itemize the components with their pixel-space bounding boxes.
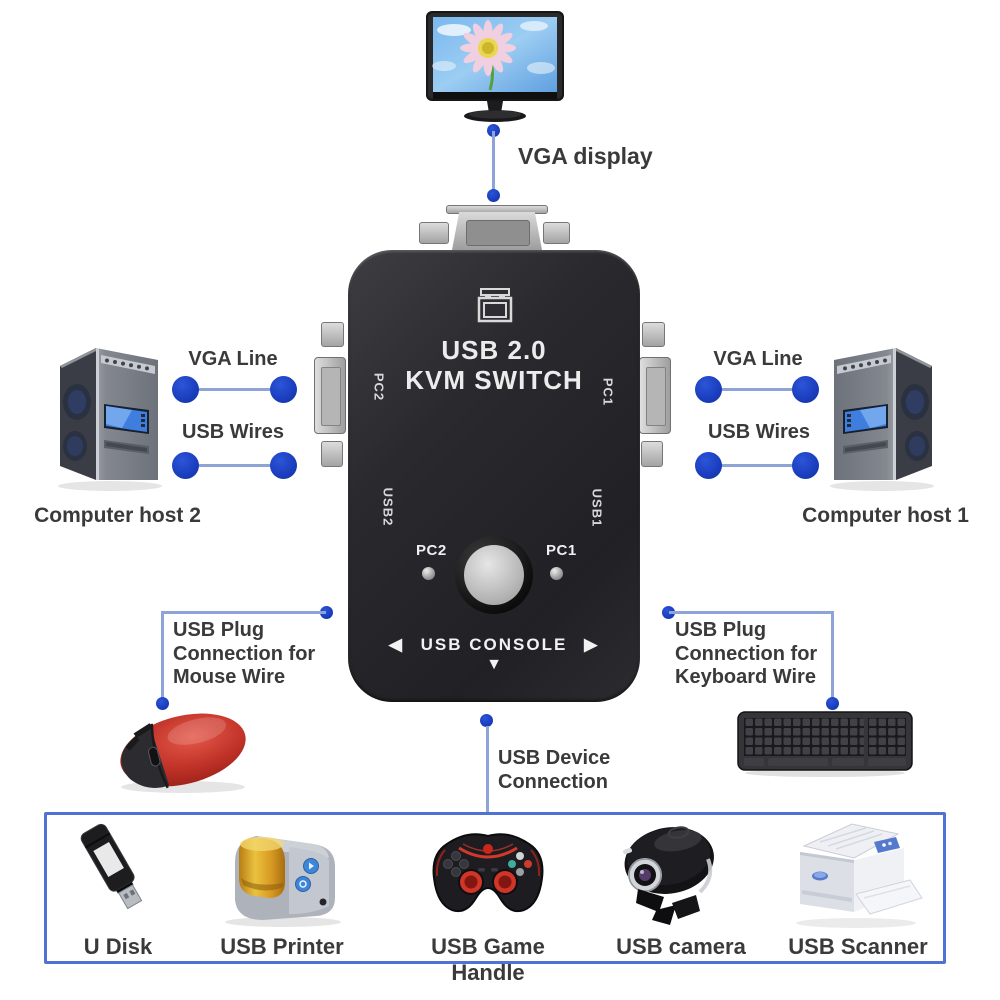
link-dot xyxy=(792,452,819,479)
usb-printer-image xyxy=(225,836,341,927)
console-down-arrow-icon: ▼ xyxy=(486,656,502,673)
kvm-led-label-pc2: PC2 xyxy=(416,542,447,559)
link-segment xyxy=(831,611,834,701)
keyboard-note: USB Plug Connection for Keyboard Wire xyxy=(675,619,817,690)
link-segment xyxy=(709,464,806,467)
mouse-note-line3: Mouse Wire xyxy=(173,666,286,688)
right-vga-line-label: VGA Line xyxy=(713,348,803,370)
kvm-port-label-pc1: PC1 xyxy=(600,377,616,407)
link-segment xyxy=(709,388,806,391)
link-dot xyxy=(156,697,169,710)
link-dot xyxy=(662,606,675,619)
keyboard-note-line1: USB Plug xyxy=(675,619,767,641)
link-dot xyxy=(487,124,500,137)
kvm-select-button xyxy=(455,536,533,614)
vga-port-inset xyxy=(646,367,666,426)
computer-tower-2-image xyxy=(58,348,162,491)
screw-post xyxy=(321,441,343,467)
link-segment xyxy=(486,726,489,812)
link-segment xyxy=(186,388,284,391)
kvm-port-label-usb1: USB1 xyxy=(589,488,605,528)
keyboard-note-line2: Connection for xyxy=(675,642,818,665)
kvm-model-line2: KVM SWITCH xyxy=(405,365,583,395)
vga-screw-left xyxy=(419,222,449,244)
console-left-arrow-icon: ◀ xyxy=(388,635,404,654)
u-disk-image xyxy=(80,823,143,910)
link-dot xyxy=(172,452,199,479)
left-vga-line-label: VGA Line xyxy=(188,348,278,370)
usb-game-handle-image xyxy=(432,833,544,913)
link-dot xyxy=(480,714,493,727)
link-dot xyxy=(270,376,297,403)
kvm-console-label: USB CONSOLE xyxy=(420,635,568,654)
link-segment xyxy=(162,611,326,614)
kvm-console-row: ◀ USB CONSOLE ▶ xyxy=(348,635,640,655)
mouse-note-line2: Connection for xyxy=(173,642,316,665)
mouse-note: USB Plug Connection for Mouse Wire xyxy=(173,619,315,690)
usb-mouse-image xyxy=(120,713,246,793)
kvm-select-button-cap xyxy=(464,545,524,605)
usb-keyboard-image xyxy=(737,711,913,777)
link-dot xyxy=(695,452,722,479)
screw-post xyxy=(321,322,344,347)
link-dot xyxy=(320,606,333,619)
kvm-led-label-pc1: PC1 xyxy=(546,542,577,559)
usb-device-connection-note: USB Device Connection xyxy=(498,747,610,794)
link-dot xyxy=(270,452,297,479)
link-dot xyxy=(792,376,819,403)
usb-scanner-image xyxy=(796,823,923,928)
computer-tower-1-image xyxy=(830,348,934,491)
right-usb-wires-label: USB Wires xyxy=(707,421,811,443)
screw-post xyxy=(642,322,665,347)
usb-scanner-label: USB Scanner xyxy=(788,934,928,959)
vga-port xyxy=(639,357,671,434)
kvm-led-pc1 xyxy=(550,567,563,580)
link-dot xyxy=(487,189,500,202)
screw-post xyxy=(641,441,663,467)
kvm-port-label-pc2: PC2 xyxy=(371,372,387,402)
cable-segment xyxy=(492,131,495,191)
kvm-monitor-icon xyxy=(477,288,513,323)
computer-host-1-label: Computer host 1 xyxy=(802,504,969,527)
vga-port xyxy=(314,357,346,434)
kvm-model-line1: USB 2.0 xyxy=(441,335,547,365)
vga-screw-right xyxy=(543,222,570,244)
link-segment xyxy=(161,611,164,701)
kvm-switch-device: USB 2.0 KVM SWITCH PC2 PC1 USB2 USB1 PC2… xyxy=(348,250,640,702)
vga-port-inset xyxy=(321,367,341,426)
link-segment xyxy=(186,464,284,467)
console-right-arrow-icon: ▶ xyxy=(584,635,600,654)
usb-camera-image xyxy=(623,826,714,925)
usb-camera-label: USB camera xyxy=(616,934,746,959)
vga-connector-inset xyxy=(466,220,530,246)
kvm-port-label-usb2: USB2 xyxy=(380,487,396,527)
kvm-led-pc2 xyxy=(422,567,435,580)
usb-printer-label: USB Printer xyxy=(220,934,344,959)
link-dot xyxy=(172,376,199,403)
usb-device-note-line2: Connection xyxy=(498,770,608,793)
mouse-note-line1: USB Plug xyxy=(173,619,265,641)
link-dot xyxy=(695,376,722,403)
kvm-model-title: USB 2.0 KVM SWITCH xyxy=(348,335,640,395)
computer-host-2-label: Computer host 2 xyxy=(34,504,201,527)
link-dot xyxy=(826,697,839,710)
u-disk-label: U Disk xyxy=(83,934,153,959)
vga-connector-body xyxy=(452,212,542,250)
usb-device-note-line1: USB Device xyxy=(498,747,611,769)
left-usb-wires-label: USB Wires xyxy=(181,421,285,443)
keyboard-note-line3: Keyboard Wire xyxy=(675,666,816,688)
link-segment xyxy=(669,611,833,614)
vga-display-label: VGA display xyxy=(518,143,653,169)
vga-monitor-image xyxy=(426,11,564,122)
usb-game-handle-label: USB Game Handle xyxy=(431,934,545,985)
